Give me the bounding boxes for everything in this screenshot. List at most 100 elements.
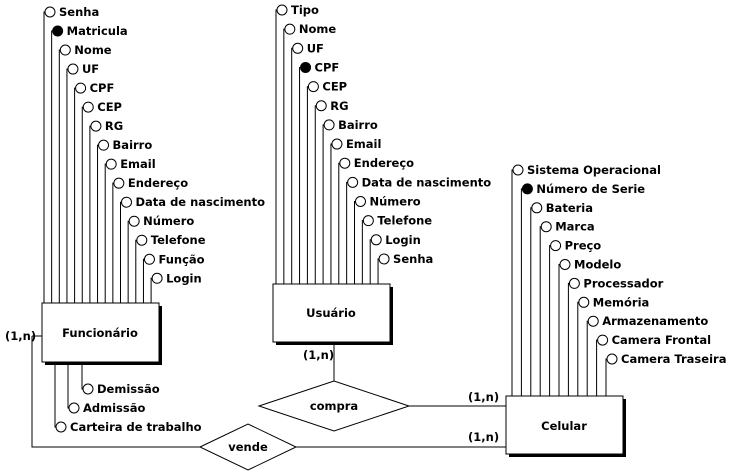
funcionario-attr-endereco-marker[interactable] <box>113 177 125 189</box>
cardinality-usuario-compra: (1,n) <box>303 348 334 362</box>
funcionario-attr-funcao-marker[interactable] <box>143 253 155 265</box>
funcionario-attr-uf-marker[interactable] <box>67 63 79 75</box>
usuario-attr-bairro-marker[interactable] <box>323 119 335 131</box>
celular-attr-bateria-label: Bateria <box>546 201 593 215</box>
entity-usuario[interactable]: Usuário <box>272 283 393 345</box>
funcionario-attr-email-marker[interactable] <box>105 158 117 170</box>
funcionario-attr-data-de-nascimento-label: Data de nascimento <box>136 195 266 209</box>
usuario-attr-connector <box>275 9 277 284</box>
usuario-attr-senha-marker[interactable] <box>378 253 390 265</box>
funcionario-attr-demissao-label: Demissão <box>97 382 160 396</box>
usuario-attr-connector <box>291 47 293 284</box>
usuario-attr-endereco-label: Endereço <box>354 156 414 170</box>
entity-celular[interactable]: Celular <box>505 395 626 457</box>
funcionario-attr-admissao-marker[interactable] <box>68 402 80 414</box>
funcionario-attr-cpf-marker[interactable] <box>75 82 87 94</box>
funcionario-attr-data-de-nascimento-marker[interactable] <box>121 196 132 208</box>
funcionario-attr-cep-label: CEP <box>97 100 122 114</box>
celular-attr-memoria-marker[interactable] <box>578 296 590 308</box>
usuario-attr-tipo-marker[interactable] <box>276 4 288 16</box>
funcionario-attr-email-label: Email <box>120 157 155 171</box>
funcionario-attr-cpf-label: CPF <box>90 81 115 95</box>
usuario-attr-rg-label: RG <box>330 99 348 113</box>
funcionario-attr-nome-marker[interactable] <box>59 44 71 56</box>
usuario-attr-uf-marker[interactable] <box>292 42 304 54</box>
funcionario-attr-rg-marker[interactable] <box>90 120 102 132</box>
usuario-attr-nome-marker[interactable] <box>284 23 296 35</box>
funcionario-attr-endereco-label: Endereço <box>128 176 188 190</box>
relationship-vende-label: vende <box>228 440 268 454</box>
funcionario-attr-carteira-de-trabalho-marker[interactable] <box>55 421 67 433</box>
funcionario-attr-connector <box>89 125 91 303</box>
usuario-attr-login-label: Login <box>385 233 421 247</box>
celular-attr-modelo-marker[interactable] <box>559 259 571 270</box>
celular-attr-camera-traseira-label: Camera Traseira <box>621 352 726 366</box>
celular-attr-marca-label: Marca <box>555 220 594 234</box>
celular-attr-numero-de-serie-marker[interactable] <box>521 183 533 195</box>
usuario-attr-senha-label: Senha <box>393 252 433 266</box>
celular-attr-connector <box>530 207 532 396</box>
funcionario-attr-telefone-marker[interactable] <box>136 234 148 246</box>
relationship-lines <box>31 335 507 448</box>
relationship-compra-label: compra <box>310 399 358 413</box>
celular-attr-armazenamento-marker[interactable] <box>587 315 599 327</box>
funcionario-attr-connector <box>112 182 114 303</box>
celular-attr-numero-de-serie-label: Número de Serie <box>536 182 645 196</box>
usuario-attr-cpf-label: CPF <box>315 60 340 74</box>
funcionario-attr-connector <box>66 68 68 303</box>
celular-attr-processador-label: Processador <box>583 276 663 290</box>
usuario-attr-telefone-marker[interactable] <box>362 215 374 227</box>
celular-attr-camera-frontal-label: Camera Frontal <box>612 333 712 347</box>
relationship-compra[interactable]: compra <box>257 380 411 432</box>
celular-attr-processador-marker[interactable] <box>568 277 580 289</box>
usuario-attr-connector <box>306 86 309 284</box>
usuario-attributes: TipoNomeUFCPFCEPRGBairroEmailEndereçoDat… <box>275 3 491 284</box>
usuario-attr-login-marker[interactable] <box>370 234 382 246</box>
funcionario-attr-cep-marker[interactable] <box>82 101 94 113</box>
usuario-attr-connector <box>322 124 325 284</box>
funcionario-attr-connector <box>120 201 122 303</box>
celular-attr-bateria-marker[interactable] <box>531 202 543 214</box>
usuario-attr-cep-marker[interactable] <box>307 81 319 93</box>
funcionario-attr-connector <box>51 30 53 303</box>
funcionario-attr-login-label: Login <box>166 271 202 285</box>
celular-attr-sistema-operacional-marker[interactable] <box>512 164 524 176</box>
relationship-vende[interactable]: vende <box>198 423 298 471</box>
celular-attr-camera-frontal-marker[interactable] <box>597 334 609 346</box>
usuario-attr-cpf-marker[interactable] <box>300 61 312 73</box>
funcionario-attr-matricula-marker[interactable] <box>52 25 64 37</box>
celular-attr-sistema-operacional-label: Sistema Operacional <box>527 163 661 177</box>
usuario-attr-connector <box>338 162 340 284</box>
celular-attr-preco-marker[interactable] <box>550 240 562 252</box>
celular-attr-armazenamento-label: Armazenamento <box>602 314 708 328</box>
usuario-attr-connector <box>377 258 380 284</box>
funcionario-attr-numero-marker[interactable] <box>128 215 140 227</box>
funcionario-attributes: SenhaMatriculaNomeUFCPFCEPRGBairroEmailE… <box>43 5 266 303</box>
celular-attr-camera-traseira-marker[interactable] <box>606 353 618 365</box>
usuario-attr-endereco-marker[interactable] <box>339 157 351 169</box>
usuario-attr-connector <box>354 201 356 284</box>
usuario-attr-tipo-label: Tipo <box>291 3 319 17</box>
usuario-attr-numero-marker[interactable] <box>355 196 366 207</box>
usuario-attr-rg-marker[interactable] <box>315 100 327 112</box>
funcionario-attr-login-marker[interactable] <box>151 272 163 284</box>
funcionario-attr-connector <box>104 163 107 303</box>
funcionario-attr-senha-label: Senha <box>59 5 99 19</box>
funcionario-attr-demissao-marker[interactable] <box>82 383 94 395</box>
funcionario-attr-connector <box>43 11 45 303</box>
funcionario-attr-uf-label: UF <box>82 62 99 76</box>
usuario-attr-connector <box>283 28 285 284</box>
entity-funcionario[interactable]: Funcionário <box>41 302 162 365</box>
funcionario-attr-funcao-label: Função <box>158 252 204 266</box>
celular-attr-marca-marker[interactable] <box>540 221 552 233</box>
funcionario-attr-senha-marker[interactable] <box>44 6 56 18</box>
funcionario-attr-connector <box>74 87 76 303</box>
usuario-attr-email-marker[interactable] <box>331 138 343 150</box>
funcionario-attr-bairro-marker[interactable] <box>98 139 110 151</box>
funcionario-attr-carteira-de-trabalho-label: Carteira de trabalho <box>70 420 202 434</box>
cardinality-funcionario-vende: (1,n) <box>5 329 36 343</box>
usuario-attr-data-de-nascimento-marker[interactable] <box>347 176 359 188</box>
